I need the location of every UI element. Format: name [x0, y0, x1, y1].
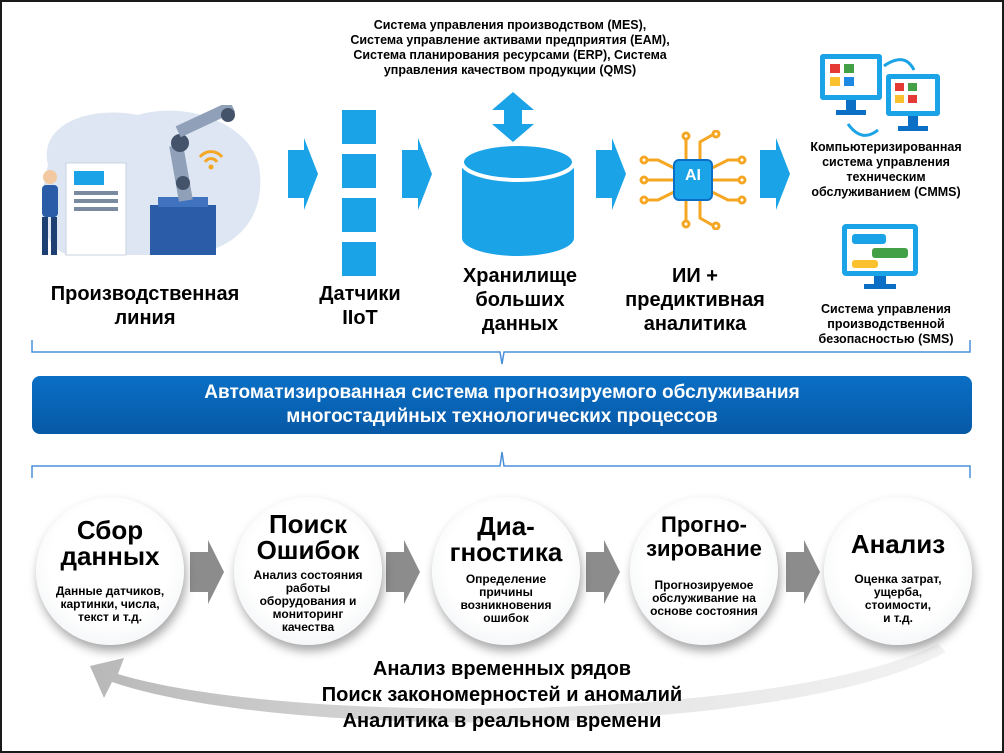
- stage-label-storage: Хранилище больших данных: [462, 265, 578, 335]
- step-title: Поиск Ошибок: [256, 509, 360, 565]
- step-circle-forecasting: Прогно- зирование Прогнозируемое обслужи…: [630, 497, 778, 645]
- step-title: Диа- гностика: [449, 511, 563, 567]
- factory-robot-icon: [42, 105, 261, 256]
- database-cylinder-icon: [460, 142, 576, 256]
- sensor-block: [342, 242, 376, 276]
- wifi-icon: [198, 150, 224, 163]
- step-desc: Анализ состояния работы оборудования и м…: [253, 568, 363, 634]
- flow-arrow-icon: [288, 138, 318, 210]
- sensor-block: [342, 110, 376, 144]
- step-title: Анализ: [850, 529, 946, 559]
- flow-arrow-icon: [596, 138, 626, 210]
- bidirectional-arrow-icon: [492, 92, 534, 142]
- step-title: Прогно- зирование: [646, 512, 762, 561]
- sms-label: Система управления производственной безо…: [818, 302, 954, 346]
- top-systems-text: Система управления производством (MES), …: [350, 18, 670, 77]
- sensor-block: [342, 154, 376, 188]
- step-desc: Определение причины возникновения ошибок: [460, 572, 552, 625]
- main-banner: Автоматизированная система прогнозируемо…: [32, 376, 972, 434]
- step-circle-analysis: Анализ Оценка затрат, ущерба, стоимости,…: [824, 497, 972, 645]
- step-circle-error-search: Поиск Ошибок Анализ состояния работы обо…: [234, 497, 382, 645]
- bottom-line-patterns: Поиск закономерностей и аномалий: [321, 684, 683, 706]
- bottom-line-timeseries: Анализ временных рядов: [372, 658, 632, 680]
- step-desc: Данные датчиков, картинки, числа, текст …: [55, 584, 165, 624]
- step-desc: Оценка затрат, ущерба, стоимости, и т.д.: [854, 572, 942, 625]
- stage-label-ai: ИИ + предиктивная аналитика: [625, 265, 765, 335]
- cmms-label: Компьютеризированная система управления …: [810, 140, 962, 199]
- step-circle-diagnostics: Диа- гностика Определение причины возник…: [432, 497, 580, 645]
- flow-arrow-icon: [760, 138, 790, 210]
- chat-screen-icon: [842, 224, 918, 289]
- step-title: Сбор данных: [60, 515, 160, 571]
- step-circle-collection: Сбор данных Данные датчиков, картинки, ч…: [36, 497, 184, 645]
- ai-chip-icon: [639, 130, 747, 230]
- stage-label-sensors: Датчики IIoT: [319, 283, 401, 329]
- brace-bottom: [31, 451, 971, 478]
- sensor-block: [342, 198, 376, 232]
- curved-feedback-arrow: [90, 644, 946, 723]
- ai-chip-label: AI: [685, 167, 701, 184]
- gray-arrow-icon: [586, 540, 620, 604]
- bottom-line-realtime: Аналитика в реальном времени: [342, 710, 662, 732]
- computer-screens-icon: [820, 54, 940, 137]
- gray-arrow-icon: [786, 540, 820, 604]
- step-desc: Прогнозируемое обслуживание на основе со…: [650, 578, 758, 618]
- brace-top: [31, 340, 971, 365]
- gray-arrow-icon: [190, 540, 224, 604]
- gray-arrow-icon: [386, 540, 420, 604]
- stage-label-production-line: Производственная линия: [50, 283, 240, 329]
- flow-arrow-icon: [402, 138, 432, 210]
